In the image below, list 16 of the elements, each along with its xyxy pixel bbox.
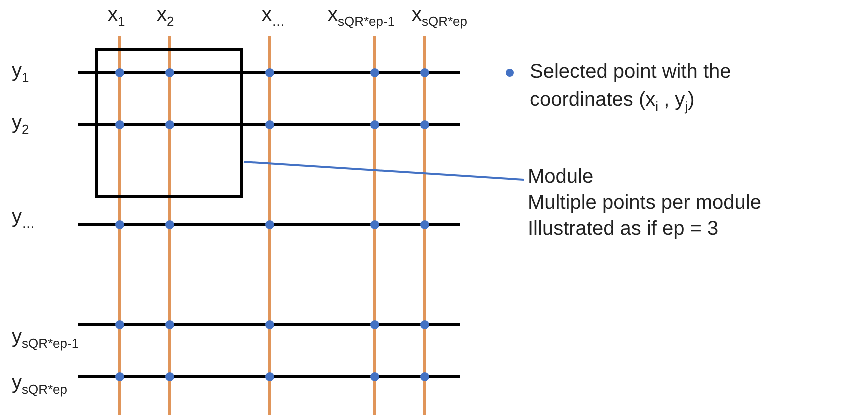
row-label: y$_{1}$ — [12, 60, 30, 87]
column-label: x$_{1}$ — [108, 4, 126, 31]
callout-text: Illustrated as if ep = 3 — [528, 217, 720, 242]
column-label: x$_{sQR*ep-1}$ — [328, 4, 396, 31]
leader-line — [244, 161, 524, 181]
column-label: x$_{…}$ — [262, 4, 285, 31]
row-label: y$_{sQR*ep}$ — [12, 372, 68, 399]
module-frame — [95, 48, 243, 198]
column-label: x$_{2}$ — [157, 4, 174, 31]
callout-text: Multiple points per module — [528, 191, 762, 216]
callout-text: Module — [528, 165, 595, 190]
row-label: y$_{2}$ — [12, 112, 30, 139]
row-label: y$_{…}$ — [12, 206, 35, 233]
row-label: y$_{sQR*ep-1}$ — [12, 326, 80, 353]
column-label: x$_{sQR*ep}$ — [412, 4, 468, 31]
legend-text: Selected point with the coordinates (x$_{i}$ , y$_{j}$) — [530, 60, 732, 116]
